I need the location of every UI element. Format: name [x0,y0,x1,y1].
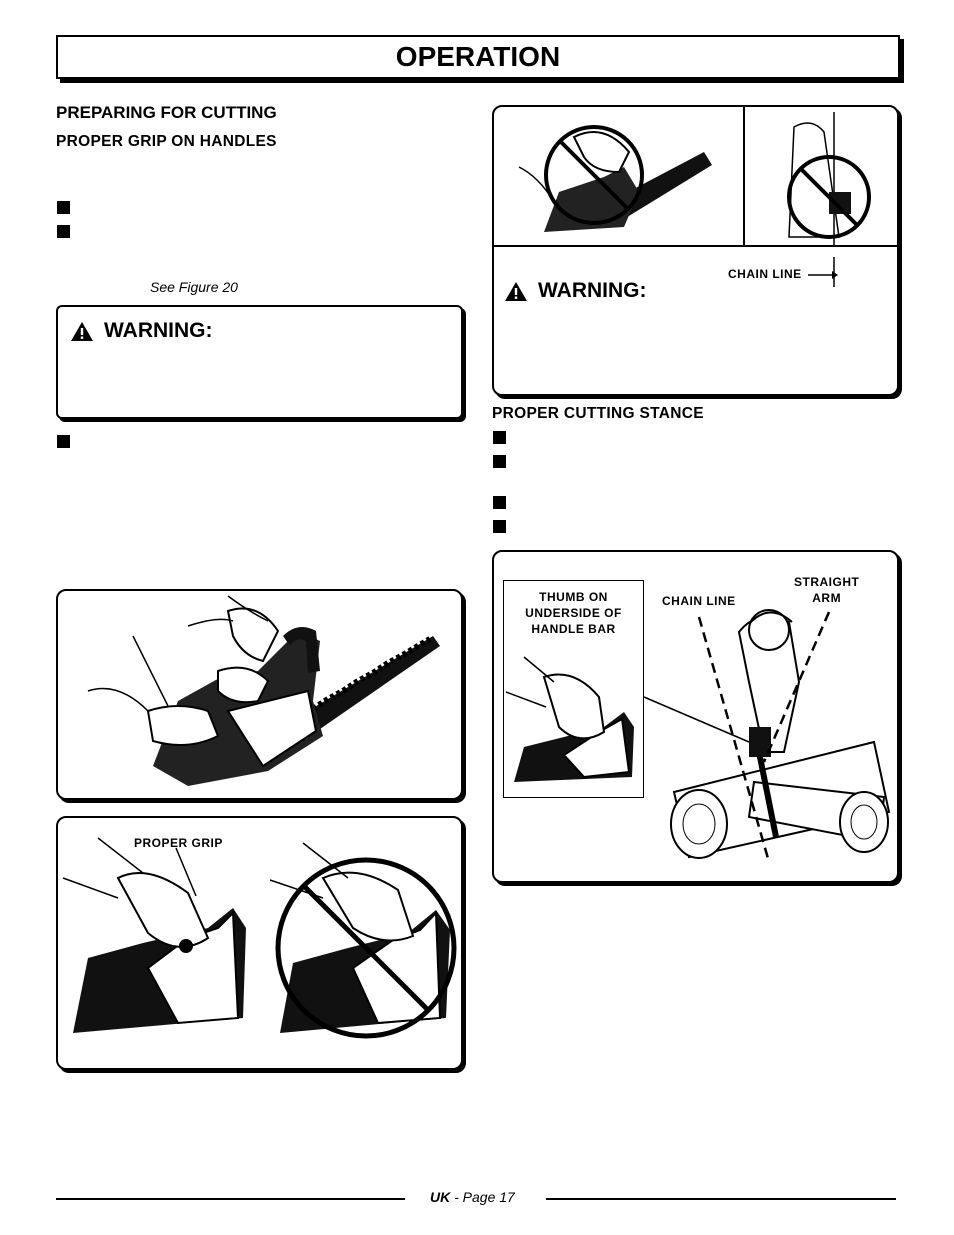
page-prefix: UK [430,1189,451,1205]
title-bar: OPERATION [56,35,900,79]
warning-triangle-icon [71,321,93,341]
bullet-square [493,431,506,444]
section-heading-preparing: PREPARING FOR CUTTING [56,103,277,122]
footer-rule-right [546,1198,896,1200]
chain-line-label-top: CHAIN LINE [728,267,802,281]
bullet-square [57,201,70,214]
figure-chainsaw-grip [56,589,463,800]
bullet-square [493,520,506,533]
warning-heading-right: WARNING: [504,279,647,303]
bullet-square [57,435,70,448]
warning-label: WARNING: [538,279,647,302]
bullet-square [493,455,506,468]
cutting-stance-illustration [643,609,891,863]
page-text: - Page 17 [450,1189,515,1205]
thumb-note-line: HANDLE BAR [531,622,616,636]
subheading-cutting-stance: PROPER CUTTING STANCE [492,405,704,422]
straight-arm-label: STRAIGHT ARM [794,574,859,606]
page-number: UK - Page 17 [430,1189,515,1205]
bullet-square [57,225,70,238]
thumb-note-line: UNDERSIDE OF [525,606,622,620]
warning-triangle-icon [505,281,527,301]
thumb-note: THUMB ON UNDERSIDE OF HANDLE BAR [504,589,643,637]
grip-comparison-illustration [62,837,457,1039]
warning-label: WARNING: [104,319,213,342]
figure-reference: See Figure 20 [150,279,238,295]
figure-cutting-stance: THUMB ON UNDERSIDE OF HANDLE BAR CHAIN L… [492,550,899,883]
straight-arm-line: STRAIGHT [794,575,860,589]
page-title: OPERATION [395,41,561,72]
figure-chain-line-warning: CHAIN LINE WARNING: [492,105,899,396]
chain-line-label-stance: CHAIN LINE [662,594,736,608]
figure-proper-improper-grip: PROPER GRIP [56,816,463,1070]
footer-rule-left [56,1198,405,1200]
proper-grip-label: PROPER GRIP [134,836,223,850]
warning-heading-left: WARNING: [70,319,461,343]
chainsaw-grip-illustration [87,595,440,786]
chain-line-arrow-icon [808,257,838,287]
subheading-proper-grip: PROPER GRIP ON HANDLES [56,133,277,150]
bullet-square [493,496,506,509]
thumb-note-line: THUMB ON [539,590,608,604]
thumb-inset-box: THUMB ON UNDERSIDE OF HANDLE BAR [503,580,644,798]
straight-arm-line: ARM [812,591,842,605]
chain-line-illustration [494,107,897,247]
warning-box-left: WARNING: [56,305,463,419]
thumb-grip-illustration [505,656,634,782]
